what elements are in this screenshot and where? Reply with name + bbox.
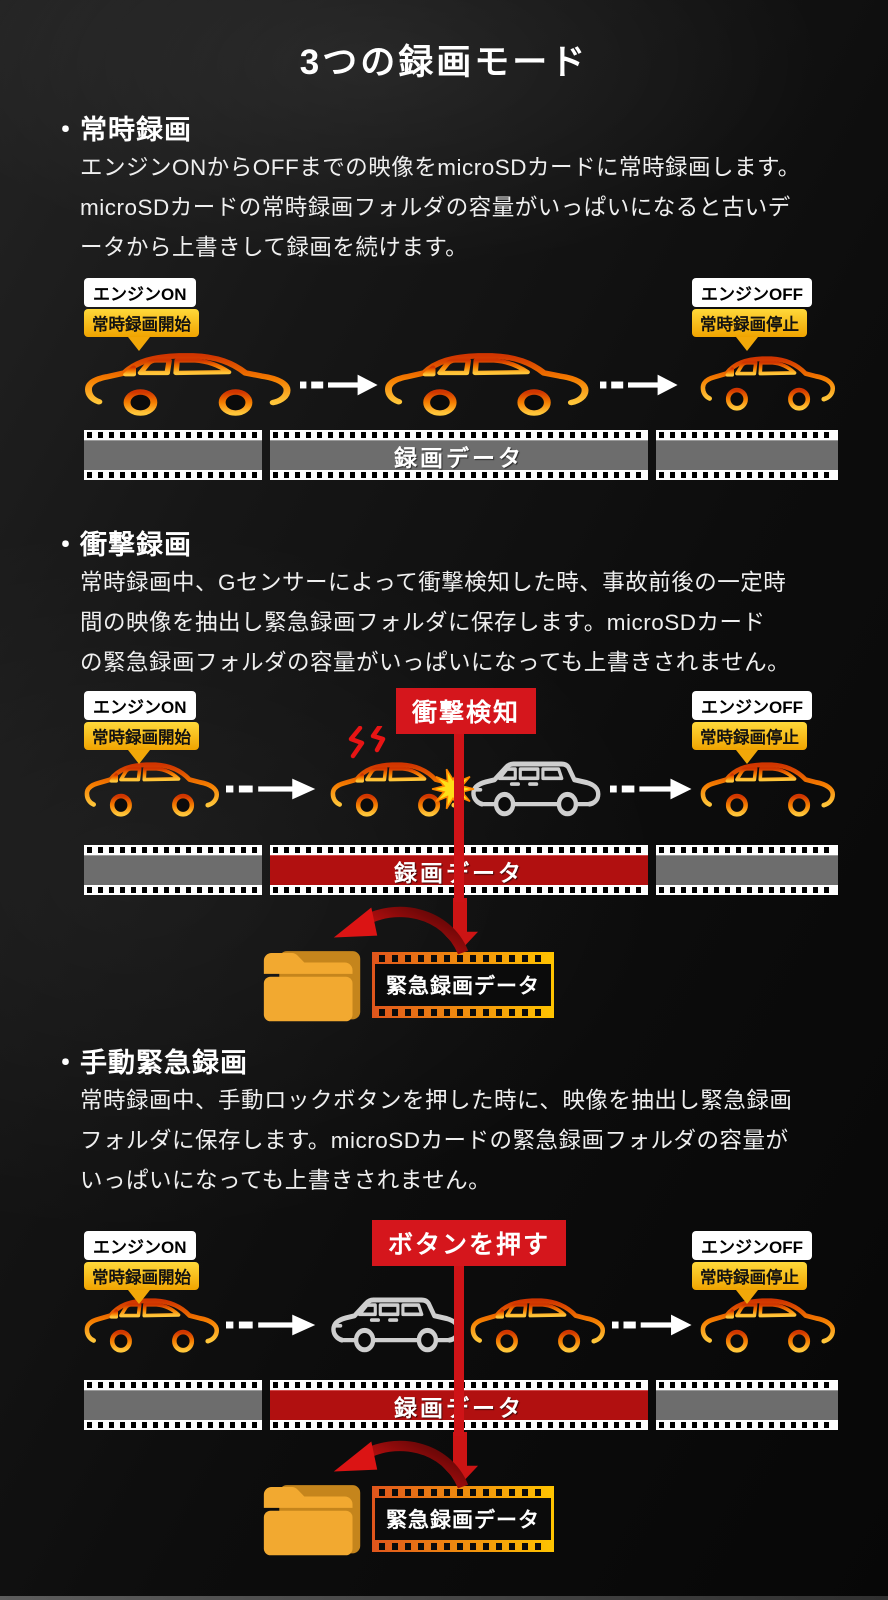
recording-start-label: 常時録画開始 xyxy=(84,1262,199,1290)
other-car-icon xyxy=(330,1290,462,1358)
callout-tail xyxy=(128,337,150,351)
section-body-manual: 常時録画中、手動ロックボタンを押した時に、映像を抽出し緊急録画 フォルダに保存し… xyxy=(80,1088,793,1193)
dashed-arrow-icon xyxy=(600,372,680,398)
section-body-impact: 常時録画中、Gセンサーによって衝撃検知した時、事故前後の一定時 間の映像を抽出し… xyxy=(80,570,791,675)
section-heading-manual: ・手動緊急録画 xyxy=(52,1048,248,1078)
film-body: 録画データ xyxy=(270,440,648,471)
curved-arrow-icon xyxy=(320,1434,468,1494)
section-heading-continuous: ・常時録画 xyxy=(52,115,192,145)
recording-start-label: 常時録画開始 xyxy=(84,722,199,750)
film-perforation xyxy=(656,1420,838,1430)
impact-shock-icon xyxy=(346,726,390,760)
car-icon xyxy=(84,758,220,822)
callout-tail xyxy=(128,1290,150,1304)
dashed-arrow-icon xyxy=(612,1312,694,1338)
film-perforation xyxy=(656,1380,838,1390)
car-icon xyxy=(84,348,292,422)
emergency-film-strip: 緊急録画データ xyxy=(372,952,554,1018)
engine-on-callout: エンジンON 常時録画開始 xyxy=(84,691,199,764)
engine-on-label: エンジンON xyxy=(84,278,196,307)
film-perforation xyxy=(656,470,838,480)
film-segment xyxy=(656,430,838,480)
film-body xyxy=(84,440,262,470)
film-body xyxy=(84,855,262,885)
engine-off-callout: エンジンOFF 常時録画停止 xyxy=(692,1231,812,1304)
emergency-film-strip: 緊急録画データ xyxy=(372,1486,554,1552)
engine-on-label: エンジンON xyxy=(84,1231,196,1260)
film-perforation xyxy=(375,1540,551,1552)
film-segment xyxy=(84,845,262,895)
engine-off-label: エンジンOFF xyxy=(692,691,812,720)
callout-tail xyxy=(736,750,758,764)
film-segment xyxy=(656,845,838,895)
dashed-arrow-icon xyxy=(300,372,380,398)
film-body xyxy=(84,1390,262,1420)
film-perforation xyxy=(656,845,838,855)
film-perforation xyxy=(84,1420,262,1430)
film-perforation xyxy=(375,952,551,964)
recording-stop-label: 常時録画停止 xyxy=(692,722,807,750)
impact-detected-label: 衝撃検知 xyxy=(396,688,537,734)
recording-stop-label: 常時録画停止 xyxy=(692,309,807,337)
callout-tail xyxy=(736,1290,758,1304)
press-button-label: ボタンを押す xyxy=(372,1220,567,1266)
callout-tail xyxy=(736,337,758,351)
engine-on-label: エンジンON xyxy=(84,691,196,720)
film-perforation xyxy=(656,430,838,440)
page-title: 3つの録画モード xyxy=(299,43,589,82)
recording-start-label: 常時録画開始 xyxy=(84,309,199,337)
engine-on-callout: エンジンON 常時録画開始 xyxy=(84,1231,199,1304)
curved-arrow-icon xyxy=(320,900,468,960)
bottom-divider xyxy=(0,1596,888,1600)
film-perforation xyxy=(656,885,838,895)
film-perforation xyxy=(84,885,262,895)
dashed-arrow-icon xyxy=(226,1312,318,1338)
film-perforation xyxy=(84,845,262,855)
red-timeline-line xyxy=(454,1266,464,1436)
film-segment xyxy=(84,430,262,480)
film-segment xyxy=(84,1380,262,1430)
film-perforation xyxy=(270,470,648,480)
film-body xyxy=(656,855,838,885)
section-body-continuous: エンジンONからOFFまでの映像をmicroSDカードに常時録画します。 mic… xyxy=(80,155,801,260)
car-icon xyxy=(470,1294,606,1358)
red-timeline-line xyxy=(454,728,464,902)
other-car-icon xyxy=(470,754,602,822)
car-icon xyxy=(700,352,836,416)
film-perforation xyxy=(375,1006,551,1018)
recording-stop-label: 常時録画停止 xyxy=(692,1262,807,1290)
engine-off-callout: エンジンOFF 常時録画停止 xyxy=(692,278,812,351)
film-perforation xyxy=(375,1486,551,1498)
engine-on-callout: エンジンON 常時録画開始 xyxy=(84,278,199,351)
emergency-data-label: 緊急録画データ xyxy=(375,1498,551,1540)
film-body xyxy=(656,1390,838,1420)
section-heading-impact: ・衝撃録画 xyxy=(52,530,192,560)
film-body xyxy=(656,440,838,470)
film-perforation xyxy=(84,430,262,440)
film-perforation xyxy=(84,470,262,480)
engine-off-callout: エンジンOFF 常時録画停止 xyxy=(692,691,812,764)
callout-tail xyxy=(128,750,150,764)
car-icon xyxy=(700,758,836,822)
dashed-arrow-icon xyxy=(226,776,318,802)
recording-data-label: 録画データ xyxy=(394,444,524,471)
dashed-arrow-icon xyxy=(610,776,694,802)
film-strip: 録画データ xyxy=(84,430,838,480)
emergency-data-label: 緊急録画データ xyxy=(375,964,551,1006)
engine-off-label: エンジンOFF xyxy=(692,278,812,307)
engine-off-label: エンジンOFF xyxy=(692,1231,812,1260)
film-perforation xyxy=(84,1380,262,1390)
collision-burst-icon xyxy=(430,766,476,812)
car-icon xyxy=(384,348,590,422)
film-segment xyxy=(656,1380,838,1430)
film-perforation xyxy=(270,430,648,440)
film-segment: 録画データ xyxy=(270,430,648,480)
